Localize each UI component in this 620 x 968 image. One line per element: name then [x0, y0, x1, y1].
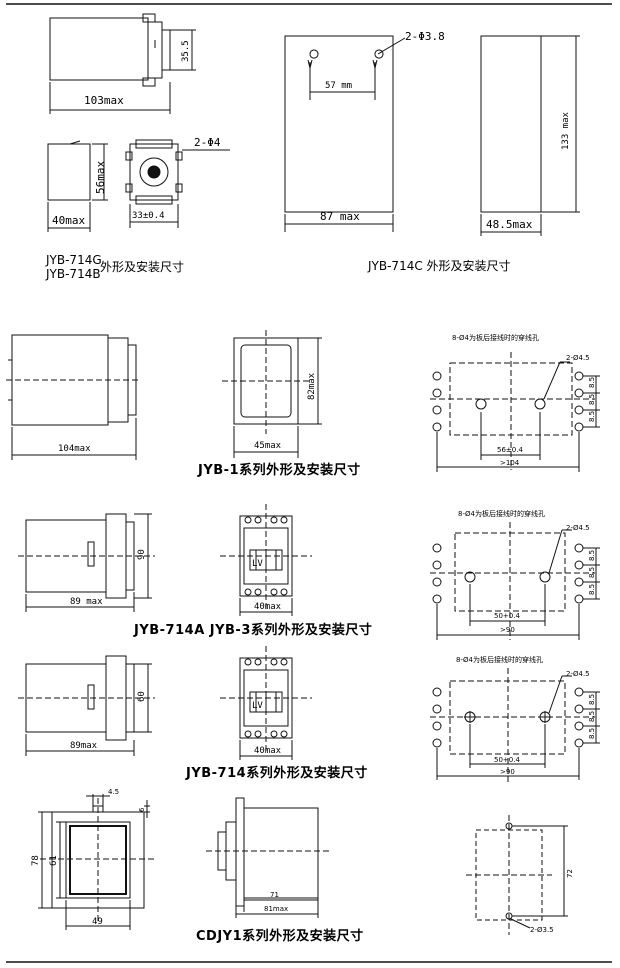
jyb714-side-view	[18, 655, 155, 756]
hole-2-phi3-8: 2-Φ3.8	[405, 30, 445, 43]
jyb1-v3: 8.5	[588, 411, 596, 422]
jyb714c-side-view	[480, 35, 580, 236]
caption-714gb: 外形及安装尺寸	[100, 259, 184, 274]
jyb1-v1: 8.5	[588, 377, 596, 388]
cdjy1-dim-49: 49	[92, 917, 103, 927]
jyb3-side-view	[18, 513, 155, 612]
cdjy1-caption: CDJY1系列外形及安装尺寸	[196, 928, 364, 944]
cdjy1-dim-61: 61	[49, 855, 59, 866]
jyb714-caption: JYB-714系列外形及安装尺寸	[185, 765, 368, 781]
jyb714b-base-view	[125, 139, 230, 228]
cdjy1-dim-4-5: 4.5	[108, 788, 119, 796]
cdjy1-hole35: 2-Ø3.5	[530, 926, 554, 934]
jyb1-dim-82: 82max	[307, 372, 317, 400]
jyb1-dim-gt104: >104	[500, 459, 520, 467]
jyb714-dim-50: 50+0.4	[494, 756, 520, 764]
jyb714-v2: 8.5	[588, 711, 596, 722]
jyb3-v1: 8.5	[588, 550, 596, 561]
dim-103max: 103max	[84, 94, 124, 107]
jyb714-dim-60: 60	[137, 691, 147, 702]
jyb3-dim-90: 90	[137, 549, 147, 560]
cdjy1-front-view	[38, 794, 154, 930]
jyb3-dim-50: 50+0.4	[494, 612, 520, 620]
model-jyb714b: JYB-714B	[45, 267, 101, 281]
cdjy1-dim-81: 81max	[264, 905, 288, 913]
dim-56max: 56max	[94, 161, 107, 194]
jyb714-v1: 8.5	[588, 694, 596, 705]
jyb714-hole-note: 8-Ø4为板后接线时的穿线孔	[456, 655, 543, 664]
jyb1-dim-45: 45max	[254, 441, 282, 451]
dim-57mm: 57 mm	[325, 81, 352, 91]
jyb1-v2: 8.5	[588, 394, 596, 405]
cdjy1-dim-71: 71	[270, 891, 279, 899]
dim-87max: 87 max	[320, 210, 360, 223]
jyb714-dim-gt90: >90	[500, 768, 515, 776]
dim-133max: 133 max	[561, 111, 571, 150]
jyb3-lv: LV	[252, 559, 263, 569]
jyb714-v3: 8.5	[588, 728, 596, 739]
jyb1-hole45: 2-Ø4.5	[566, 354, 590, 362]
jyb1-caption: JYB-1系列外形及安装尺寸	[197, 462, 361, 478]
jyb1-dim-104: 104max	[58, 444, 91, 454]
cdjy1-mount-view	[466, 815, 568, 935]
jyb1-dim-56: 56±0.4	[497, 446, 523, 454]
jyb714c-front-view	[284, 35, 406, 232]
cdjy1-dim-6: 6	[138, 807, 146, 812]
dim-48-5max: 48.5max	[486, 218, 533, 231]
jyb3-dim-40: 40max	[254, 602, 282, 612]
jyb1-side-view	[6, 334, 140, 460]
jyb714-dim-40: 40max	[254, 746, 282, 756]
jyb3-base-view	[220, 504, 312, 616]
jyb3-hole45: 2-Ø4.5	[566, 524, 590, 532]
jyb1-hole-note: 8-Ø4为板后接线时的穿线孔	[452, 333, 539, 342]
cdjy1-dim-78: 78	[31, 855, 41, 866]
jyb3-dim-89: 89 max	[70, 597, 103, 607]
jyb3-v2: 8.5	[588, 567, 596, 578]
caption-714c: JYB-714C 外形及安装尺寸	[367, 258, 511, 273]
jyb714-lv: LV	[252, 701, 263, 711]
jyb714-hole45: 2-Ø4.5	[566, 670, 590, 678]
jyb1-mount-view	[430, 352, 600, 472]
jyb3-caption: JYB-714A JYB-3系列外形及安装尺寸	[133, 622, 372, 638]
jyb3-v3: 8.5	[588, 584, 596, 595]
cdjy1-side-view	[206, 797, 330, 918]
jyb714-base-view	[220, 646, 312, 760]
jyb3-mount-view	[430, 522, 600, 640]
jyb714-mount-view	[430, 668, 600, 785]
model-jyb714g: JYB-714G	[45, 253, 102, 267]
jyb714b-front-view	[47, 140, 108, 232]
jyb3-hole-note: 8-Ø4为板后接线时的穿线孔	[458, 509, 545, 518]
cdjy1-dim-72: 72	[566, 869, 574, 878]
jyb1-front-view	[222, 330, 322, 458]
dim-40max: 40max	[52, 214, 85, 227]
jyb714g-side-view	[49, 13, 196, 114]
jyb714-dim-89: 89max	[70, 741, 98, 751]
hole-2-phi4: 2-Φ4	[194, 136, 221, 149]
dim-33: 33±0.4	[132, 211, 165, 221]
jyb3-dim-gt90: >90	[500, 626, 515, 634]
dim-35-5: 35.5	[181, 40, 191, 62]
